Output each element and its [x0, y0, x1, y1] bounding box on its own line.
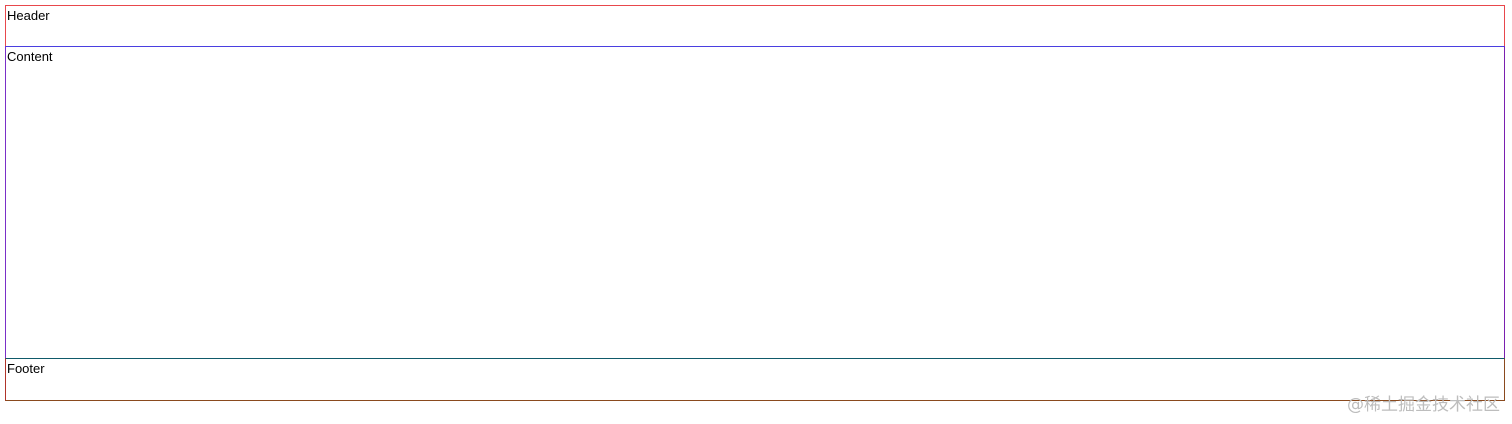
- watermark: @稀土掘金技术社区: [1347, 395, 1500, 415]
- content-label: Content: [7, 49, 53, 64]
- footer-region: Footer: [5, 358, 1505, 401]
- header-label: Header: [7, 8, 50, 23]
- content-region: Content: [5, 46, 1505, 359]
- footer-label: Footer: [7, 361, 45, 376]
- header-region: Header: [5, 5, 1505, 47]
